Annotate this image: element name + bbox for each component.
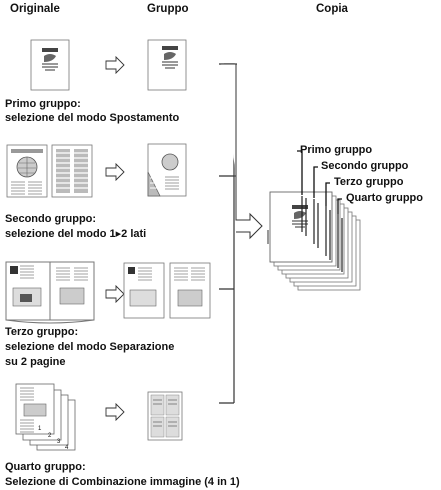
group2-mode: selezione del modo 1▸2 lati — [5, 228, 147, 240]
copy-label-fourth-group: Quarto gruppo — [346, 192, 423, 204]
header-group: Gruppo — [147, 3, 189, 15]
group3-arrow-icon — [105, 285, 125, 303]
group4-result-combined-page — [147, 391, 183, 441]
page-number-3: 3 — [57, 439, 61, 445]
group3-title: Terzo gruppo: — [5, 326, 79, 338]
group3-result-pages — [123, 262, 211, 319]
group3-mode: selezione del modo Separazione — [5, 341, 175, 353]
group4-arrow-icon — [105, 403, 125, 421]
page-number-2: 2 — [48, 433, 52, 439]
group4-mode: Selezione di Combinazione immagine (4 in… — [5, 476, 240, 488]
copy-stack — [267, 191, 361, 291]
copy-stack-side-bars — [301, 196, 343, 272]
copy-label-leaders — [297, 150, 342, 214]
group1-original-page — [30, 39, 70, 91]
group4-original-stack — [15, 383, 76, 451]
group1-arrow-icon — [105, 56, 125, 74]
copy-label-third-group: Terzo gruppo — [334, 176, 404, 188]
group2-arrow-icon — [105, 163, 125, 181]
bracket-arrow-outline — [221, 63, 263, 240]
group3-original-book — [5, 261, 95, 324]
copy-label-second-group: Secondo gruppo — [321, 160, 409, 172]
group1-mode: selezione del modo Spostamento — [5, 112, 180, 124]
group2-title: Secondo gruppo: — [5, 213, 97, 225]
group2-original-pages — [6, 144, 93, 198]
group3-mode-cont: su 2 pagine — [5, 356, 66, 368]
header-original: Originale — [10, 3, 60, 15]
group1-title: Primo gruppo: — [5, 98, 81, 110]
group2-result-duplex-page — [147, 143, 187, 197]
page-number-4: 4 — [65, 445, 69, 451]
copy-label-first-group: Primo gruppo — [300, 144, 373, 156]
header-copy: Copia — [316, 3, 348, 15]
group1-result-page — [147, 39, 187, 91]
page-number-1: 1 — [38, 426, 42, 432]
group4-title: Quarto gruppo: — [5, 461, 86, 473]
